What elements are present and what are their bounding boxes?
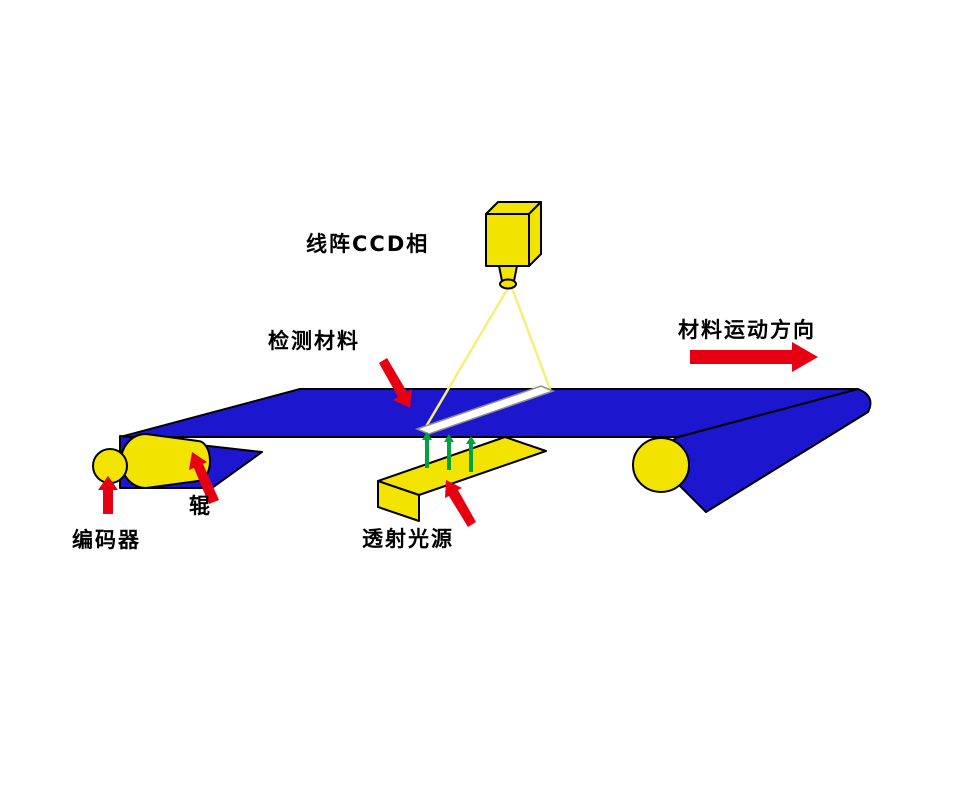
label-light-source: 透射光源 bbox=[362, 527, 454, 551]
light-source-pointer-arrow bbox=[445, 480, 476, 527]
motion-direction-arrow bbox=[690, 342, 818, 372]
light-source-box bbox=[377, 436, 547, 522]
green-up-arrow-2 bbox=[444, 434, 454, 470]
label-ccd-camera: 线阵CCD相 bbox=[306, 232, 429, 256]
light-ray-right bbox=[510, 286, 552, 391]
camera-lens-tip bbox=[499, 278, 517, 290]
material-pointer-arrow bbox=[379, 358, 412, 408]
encoder-pointer-arrow bbox=[98, 476, 118, 514]
label-motion-direction: 材料运动方向 bbox=[678, 318, 816, 342]
light-ray-left bbox=[422, 286, 510, 432]
encoder-wheel bbox=[92, 448, 128, 484]
light-source-end-face bbox=[377, 480, 420, 522]
light-source-top-face bbox=[377, 436, 547, 496]
camera-side-face bbox=[528, 201, 542, 267]
material-strip bbox=[414, 385, 556, 435]
label-detected-material: 检测材料 bbox=[268, 329, 360, 353]
camera-front-face bbox=[485, 213, 530, 267]
right-roller bbox=[632, 437, 690, 493]
green-up-arrow-1 bbox=[422, 432, 432, 468]
ccd-camera bbox=[485, 201, 542, 290]
label-roller: 辊 bbox=[189, 494, 212, 518]
roller-pointer-arrow bbox=[189, 452, 219, 504]
label-encoder: 编码器 bbox=[72, 528, 141, 552]
green-up-arrow-3 bbox=[466, 436, 476, 472]
left-roller bbox=[120, 433, 211, 489]
